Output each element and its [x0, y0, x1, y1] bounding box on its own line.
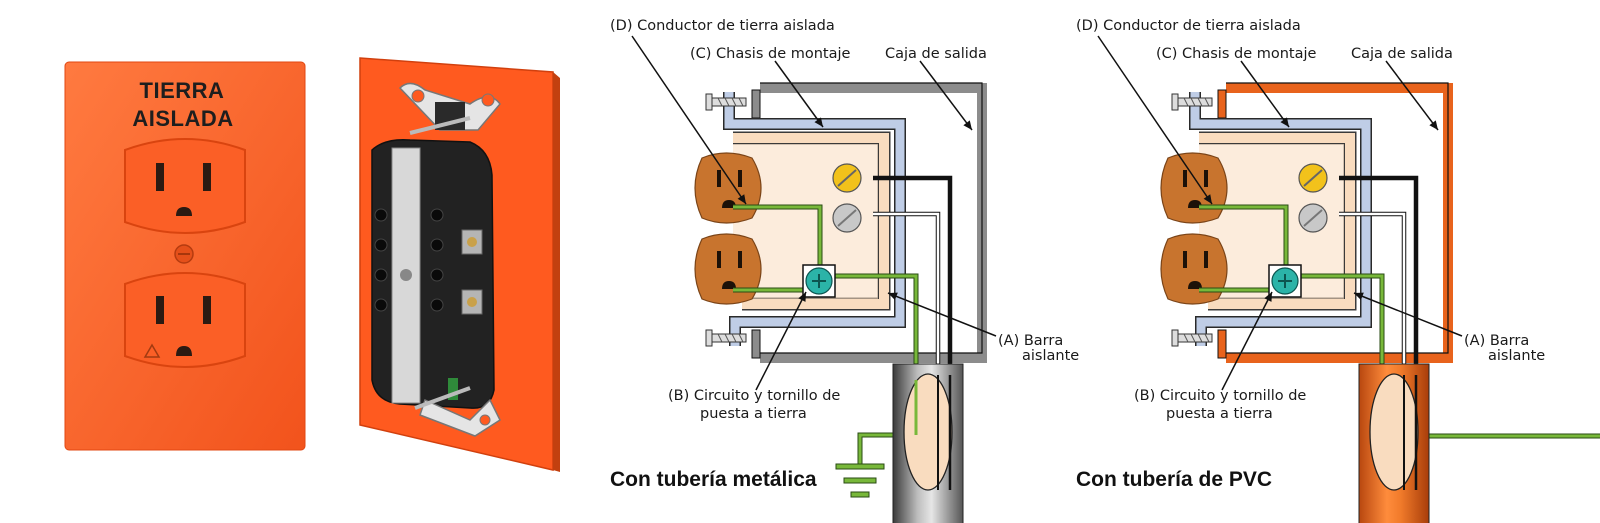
label-insulating-bar-2: aislante	[1488, 348, 1545, 364]
insulating-bar	[733, 133, 889, 309]
label-insulating-bar-1: (A) Barra	[998, 333, 1063, 349]
leader-c-arrow	[814, 117, 823, 127]
outlet-box-edge	[760, 82, 983, 354]
diagram-metal-conduit: (D) Conductor de tierra aislada (C) Chasi…	[610, 18, 1079, 523]
label-insulated-ground-conductor: (D) Conductor de tierra aislada	[1076, 18, 1301, 34]
upper-outlet-face	[124, 138, 246, 234]
terminal-screw-hot-slot	[837, 169, 857, 187]
leader-c-arrow	[1280, 117, 1289, 127]
label-insulating-bar-1: (A) Barra	[1464, 333, 1529, 349]
box-ear-bottom	[1217, 329, 1227, 359]
mounting-chassis	[724, 92, 905, 346]
mounting-screw-top	[705, 93, 747, 111]
label-insulated-ground-conductor: (D) Conductor de tierra aislada	[610, 18, 835, 34]
label-insulating-bar-2: aislante	[1022, 348, 1079, 364]
lower-outlet-face	[124, 272, 246, 368]
label-ground-circuit-2: puesta a tierra	[700, 406, 807, 422]
leader-b	[755, 291, 807, 391]
leader-b	[1221, 291, 1273, 391]
terminal-screw-neutral-slot	[837, 209, 857, 227]
mounting-screw-top	[1171, 93, 1213, 111]
ground-screw-cross	[1278, 274, 1292, 288]
diagram-pvc-conduit: (D) Conductor de tierra aislada (C) Chasi…	[1076, 18, 1600, 523]
ground-wire-main	[1301, 274, 1384, 352]
leader-a	[1353, 292, 1463, 337]
insulating-bar	[1199, 133, 1355, 309]
label-mounting-chassis: (C) Chasis de montaje	[690, 46, 851, 62]
leader-a-arrow	[1354, 292, 1364, 301]
leader-b-arrow	[1264, 292, 1272, 302]
receptacle-lower	[1160, 233, 1228, 305]
leader-b-arrow	[798, 292, 806, 302]
back-view-photo	[359, 57, 560, 472]
label-ground-circuit-1: (B) Circuito y tornillo de	[1134, 388, 1306, 404]
leader-box	[919, 60, 973, 131]
leader-box-arrow	[963, 120, 972, 130]
label-ground-circuit-1: (B) Circuito y tornillo de	[668, 388, 840, 404]
outlet-box-edge	[1226, 82, 1449, 354]
label-ground-circuit-2: puesta a tierra	[1166, 406, 1273, 422]
plate-label-line2: AISLADA	[132, 106, 233, 131]
label-outlet-box: Caja de salida	[1351, 46, 1453, 62]
leader-a	[887, 292, 997, 337]
terminal-screw-neutral-slot	[1303, 209, 1323, 227]
receptacle-upper	[1160, 152, 1228, 224]
box-ear-top	[751, 89, 761, 119]
leader-d	[1097, 35, 1213, 205]
conduit-cutaway	[1369, 373, 1419, 491]
leader-d-arrow	[737, 194, 746, 204]
ground-wire-upper	[1199, 205, 1288, 276]
diagram-caption: Con tubería metálica	[610, 468, 817, 491]
terminal-screw-hot-slot	[1303, 169, 1323, 187]
diagram-caption: Con tubería de PVC	[1076, 468, 1272, 491]
label-mounting-chassis: (C) Chasis de montaje	[1156, 46, 1317, 62]
box-ear-top	[1217, 89, 1227, 119]
receptacle-lower	[694, 233, 762, 305]
receptacle-upper	[694, 152, 762, 224]
leader-d-arrow	[1203, 194, 1212, 204]
leader-box-arrow	[1429, 120, 1438, 130]
ground-wire-main	[835, 274, 918, 352]
mounting-screw-bottom	[1171, 329, 1213, 347]
leader-c	[774, 60, 824, 128]
leader-c	[1240, 60, 1290, 128]
conduit-cutaway	[903, 373, 953, 491]
mounting-chassis	[1190, 92, 1371, 346]
mounting-screw-bottom	[705, 329, 747, 347]
label-outlet-box: Caja de salida	[885, 46, 987, 62]
ground-wire-upper	[733, 205, 822, 276]
earth-ground-symbol	[835, 463, 885, 498]
box-ear-bottom	[751, 329, 761, 359]
ground-screw-cross	[812, 274, 826, 288]
leader-box	[1385, 60, 1439, 131]
leader-d	[631, 35, 747, 205]
front-plate-photo: TIERRA AISLADA	[64, 61, 306, 451]
leader-a-arrow	[888, 292, 898, 301]
plate-label-line1: TIERRA	[140, 78, 225, 103]
